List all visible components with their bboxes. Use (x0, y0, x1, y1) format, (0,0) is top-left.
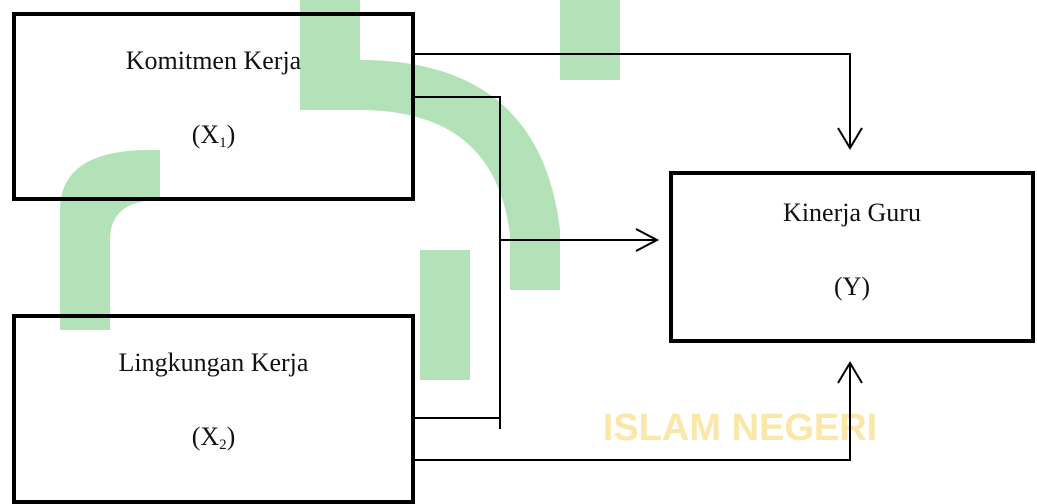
box-komitmen-kerja: Komitmen Kerja (X1) (12, 12, 415, 201)
watermark-bottom-bar (420, 250, 470, 380)
box-x1-var: X (200, 120, 220, 149)
connector-x1-bracket (415, 96, 501, 429)
watermark-left-arc (60, 150, 160, 330)
connector-x2-to-y-arrowhead (837, 361, 863, 384)
connector-x2-to-y (415, 365, 851, 461)
box-y-variable: (Y) (833, 272, 871, 301)
box-x2-subscript: 2 (219, 437, 227, 453)
box-x1-title: Komitmen Kerja (125, 46, 302, 75)
box-x1-variable: (X1) (191, 120, 236, 151)
box-x2-variable: (X2) (191, 422, 236, 453)
watermark-text: ISLAM NEGERI (603, 407, 877, 449)
box-kinerja-guru: Kinerja Guru (Y) (669, 171, 1035, 343)
watermark-right-bar (560, 0, 620, 80)
connector-x1-to-y (415, 53, 851, 148)
connector-joint-to-y-arrowhead (635, 228, 660, 252)
box-x2-title: Lingkungan Kerja (118, 348, 309, 377)
connector-x1-to-y-arrowhead (837, 127, 863, 150)
box-lingkungan-kerja: Lingkungan Kerja (X2) (12, 314, 415, 504)
watermark-arch (300, 0, 560, 290)
box-x2-var: X (200, 422, 220, 451)
box-y-title: Kinerja Guru (783, 198, 921, 227)
box-x1-subscript: 1 (219, 135, 227, 151)
